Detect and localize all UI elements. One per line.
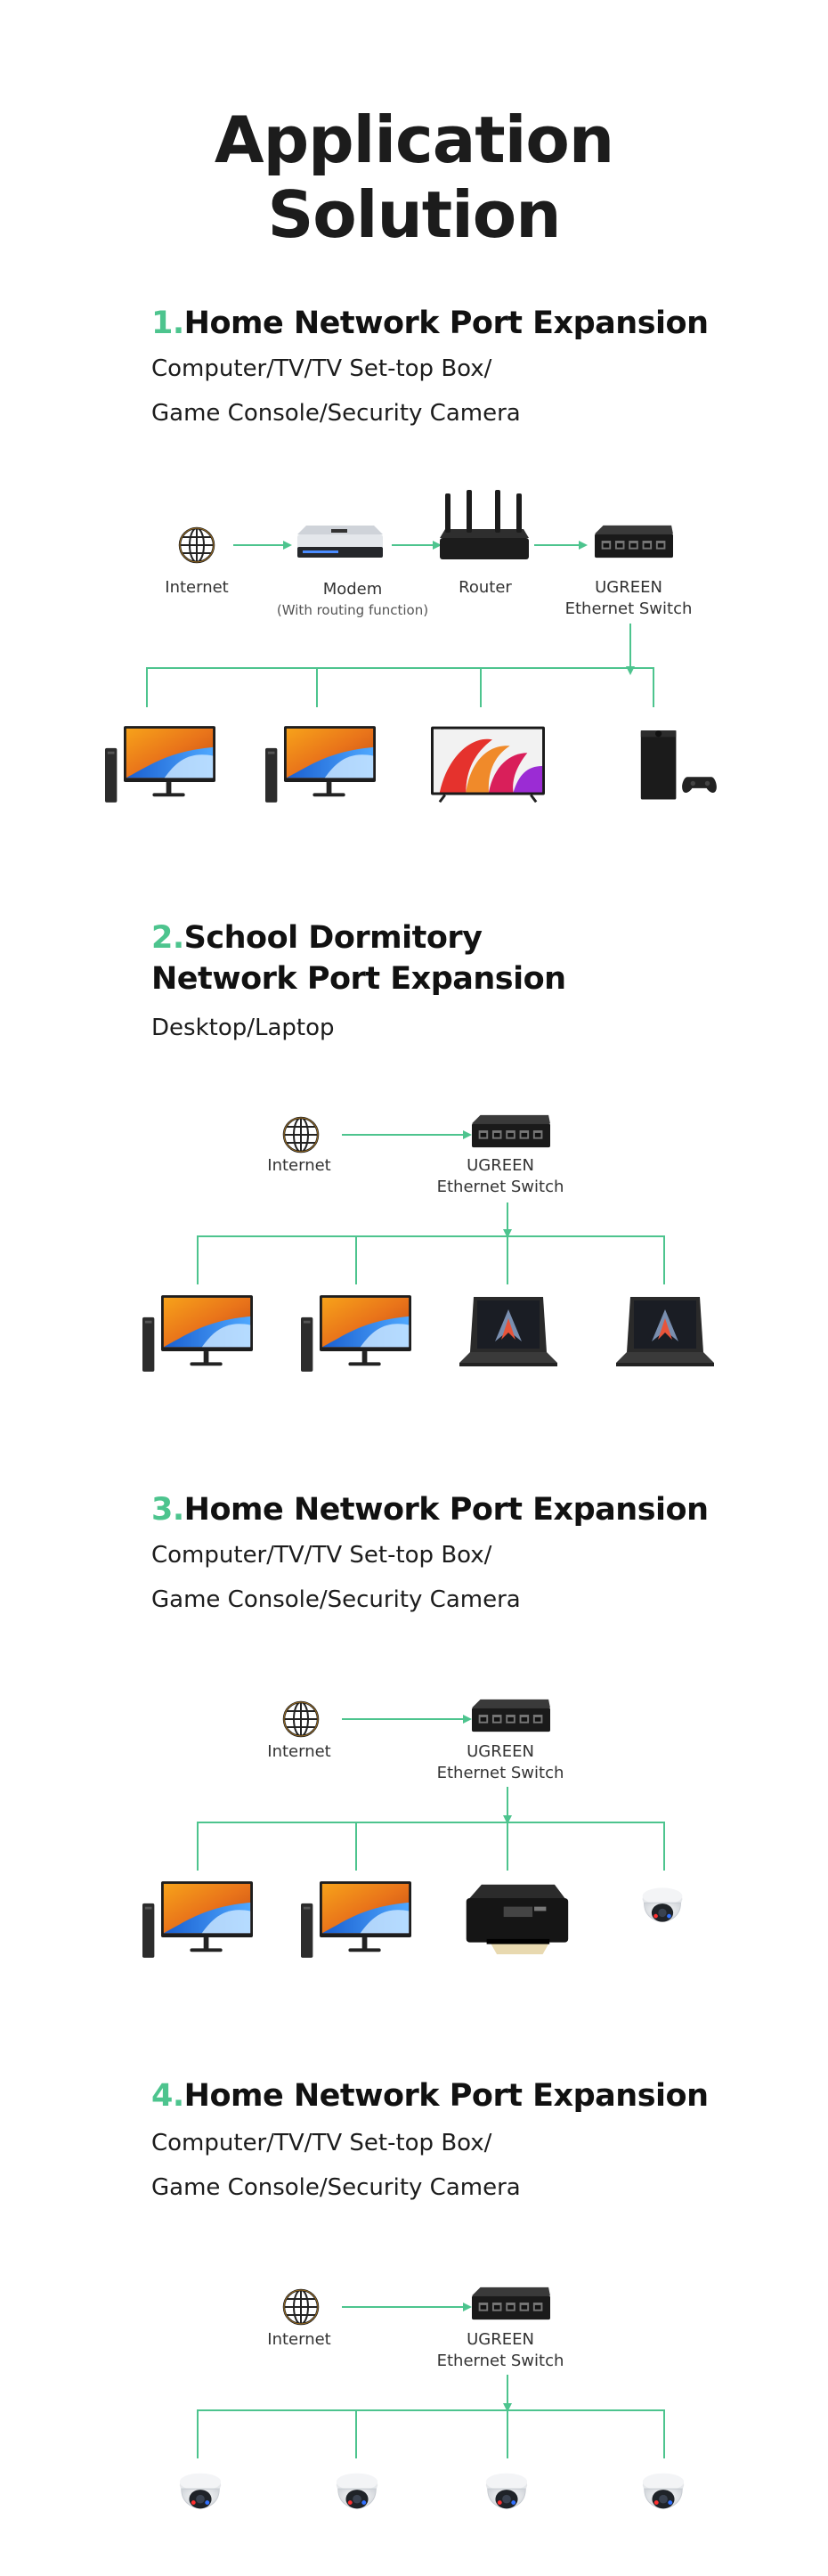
label-switch-type: Ethernet Switch — [436, 1764, 564, 1782]
section-1-diagram — [105, 490, 717, 803]
section-4-title: Home Network Port Expansion — [183, 2078, 709, 2114]
label-internet: Internet — [165, 578, 229, 597]
section-3-title: Home Network Port Expansion — [183, 1492, 709, 1528]
desktop-icon — [142, 1881, 253, 1958]
page-title: Application Solution — [0, 102, 828, 252]
section-4-heading: 4.Home Network Port Expansion — [151, 2075, 709, 2117]
switch-icon — [472, 2287, 550, 2320]
camera-icon — [485, 2473, 528, 2509]
label-internet: Internet — [267, 2330, 331, 2349]
console-icon — [640, 730, 717, 800]
section-3-heading: 3.Home Network Port Expansion — [151, 1489, 709, 1531]
section-3-sub-2: Game Console/Security Camera — [151, 1586, 521, 1613]
label-internet: Internet — [267, 1156, 331, 1175]
page-title-line-2: Solution — [267, 177, 561, 252]
label-modem-note: (With routing function) — [276, 602, 429, 618]
section-2-diagram — [142, 1114, 714, 1372]
section-1-number: 1. — [151, 306, 184, 341]
section-4-sub-1: Computer/TV/TV Set-top Box/ — [151, 2130, 492, 2156]
label-switch-type: Ethernet Switch — [436, 2352, 564, 2370]
section-3-diagram — [142, 1699, 683, 1958]
section-1-heading: 1.Home Network Port Expansion — [151, 303, 709, 345]
section-1-title: Home Network Port Expansion — [183, 306, 709, 341]
camera-icon — [179, 2473, 222, 2509]
switch-icon — [472, 1699, 550, 1732]
section-3-number: 3. — [151, 1492, 184, 1528]
laptop-icon — [616, 1297, 714, 1366]
page-title-line-1: Application — [214, 102, 614, 177]
desktop-icon — [142, 1295, 253, 1372]
section-2-title-1: School Dormitory — [183, 920, 483, 956]
section-4-diagram — [179, 2287, 685, 2509]
label-modem: Modem — [322, 580, 383, 599]
router-icon — [440, 490, 529, 559]
switch-icon — [472, 1114, 550, 1148]
switch-icon — [595, 525, 673, 558]
section-1-sub-2: Game Console/Security Camera — [151, 400, 521, 427]
desktop-icon — [265, 726, 376, 803]
desktop-icon — [301, 1295, 411, 1372]
section-2-sub-1: Desktop/Laptop — [151, 1015, 335, 1041]
globe-icon — [282, 1116, 320, 1153]
section-2-heading: 2.School Dormitory — [151, 917, 483, 959]
globe-icon — [282, 2288, 320, 2326]
camera-icon — [336, 2473, 378, 2509]
section-2-number: 2. — [151, 920, 184, 956]
tv-icon — [431, 726, 545, 803]
label-switch-brand: UGREEN — [467, 2330, 534, 2349]
label-router: Router — [459, 578, 512, 597]
section-1-sub-1: Computer/TV/TV Set-top Box/ — [151, 355, 492, 382]
label-switch-type: Ethernet Switch — [564, 599, 693, 618]
label-switch-brand: UGREEN — [595, 578, 662, 597]
label-switch-brand: UGREEN — [467, 1156, 534, 1175]
laptop-icon — [459, 1297, 557, 1366]
section-4-sub-2: Game Console/Security Camera — [151, 2174, 521, 2201]
globe-icon — [178, 526, 215, 564]
globe-icon — [282, 1700, 320, 1738]
desktop-icon — [301, 1881, 411, 1958]
modem-icon — [297, 526, 383, 558]
camera-icon — [642, 2473, 685, 2509]
camera-icon — [642, 1887, 683, 1923]
desktop-icon — [105, 726, 215, 803]
label-switch-brand: UGREEN — [467, 1742, 534, 1761]
section-4-number: 4. — [151, 2078, 184, 2114]
label-internet: Internet — [267, 1742, 331, 1761]
printer-icon — [466, 1884, 569, 1955]
section-2-title-2: Network Port Expansion — [151, 961, 566, 997]
label-switch-type: Ethernet Switch — [436, 1178, 564, 1196]
section-3-sub-1: Computer/TV/TV Set-top Box/ — [151, 1542, 492, 1569]
